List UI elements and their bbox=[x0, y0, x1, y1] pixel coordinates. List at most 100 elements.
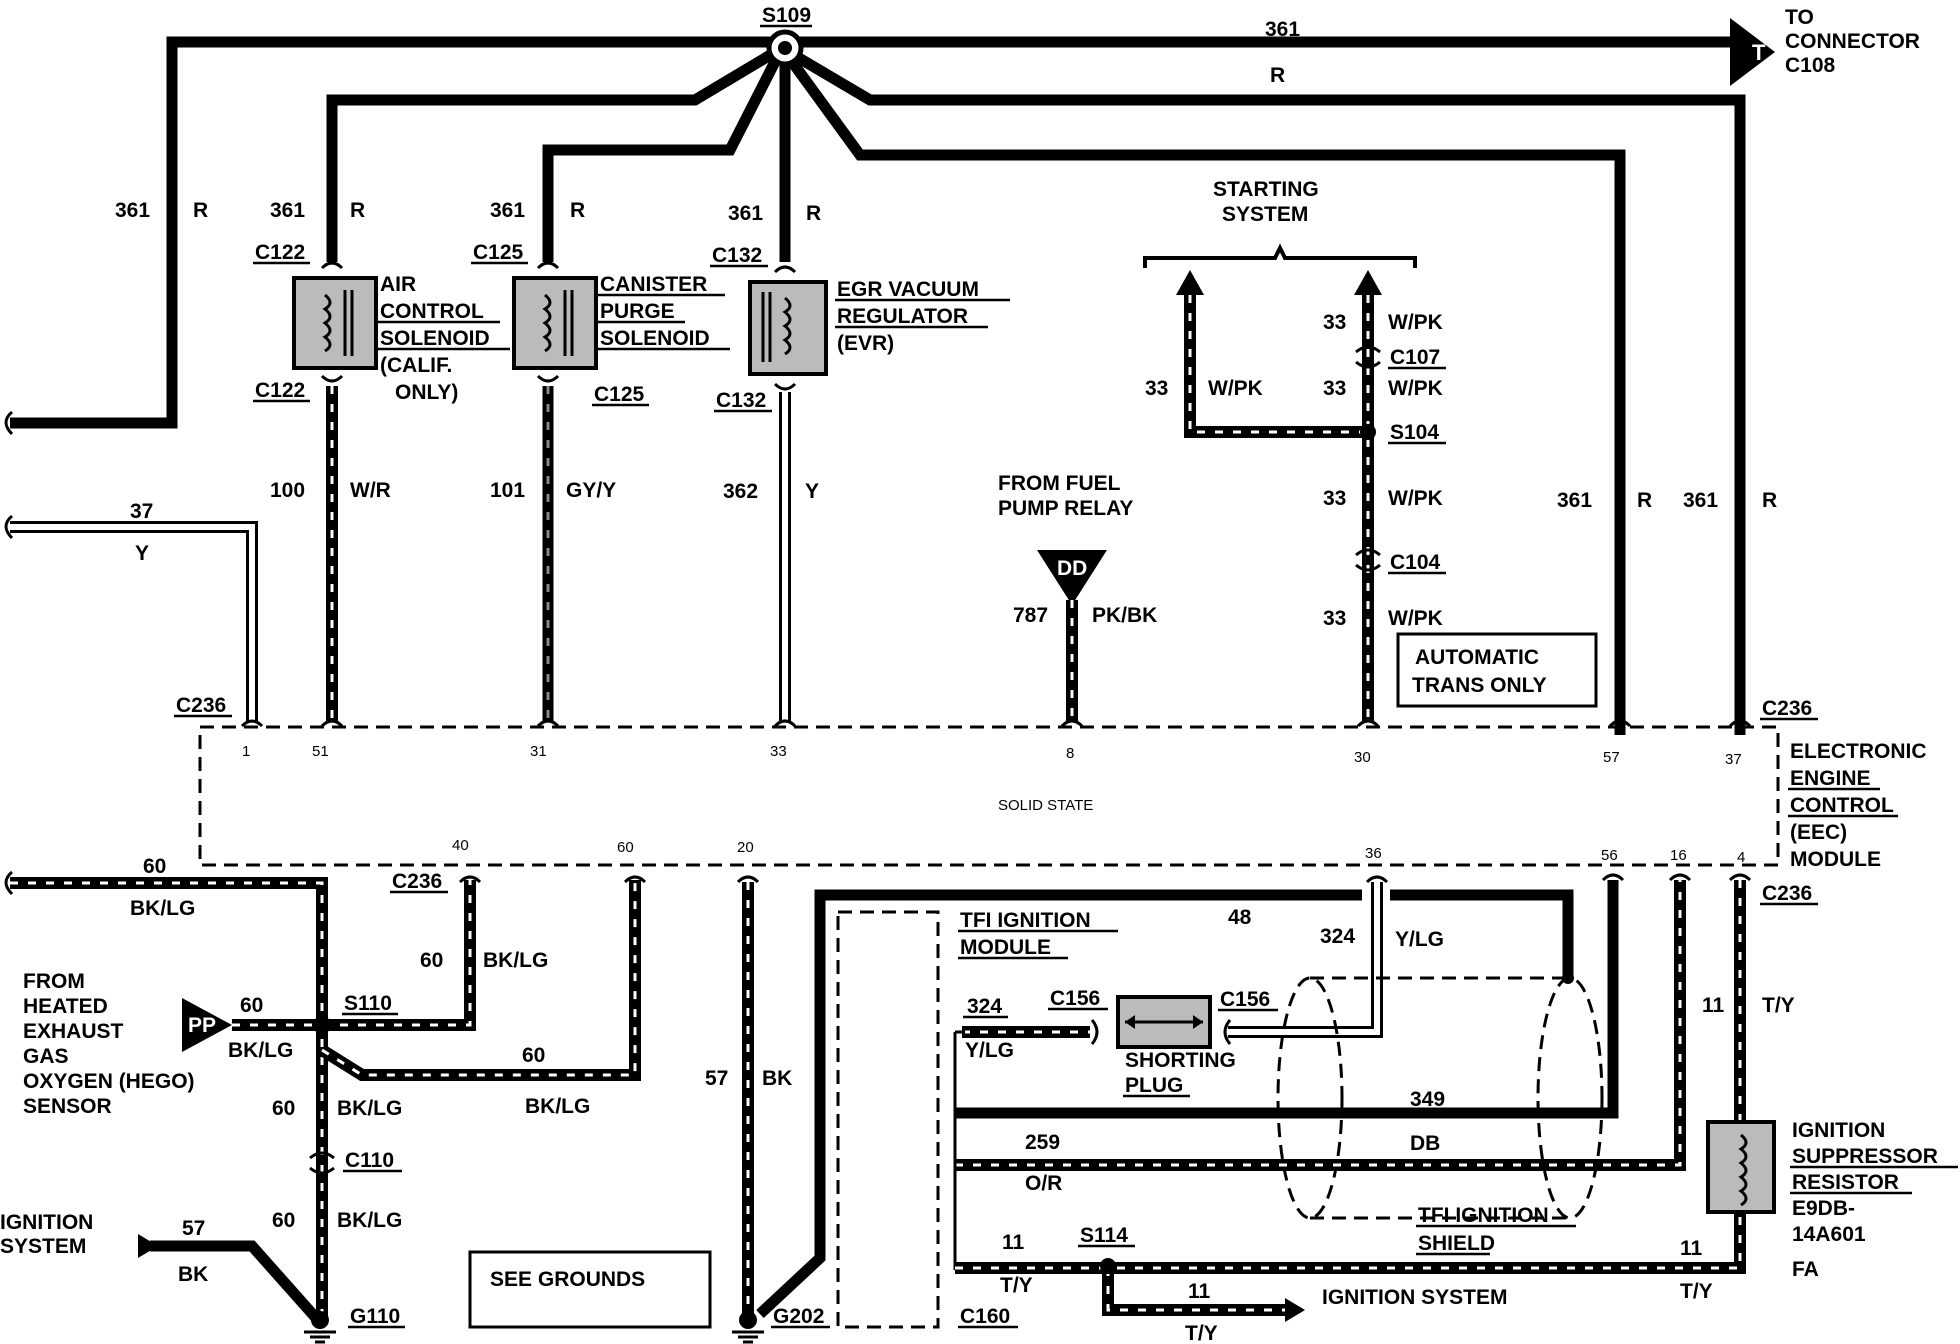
wire-label: 11 bbox=[1188, 1280, 1211, 1303]
pin-40: 40 bbox=[452, 837, 469, 854]
connector-c125-bottom: C125 bbox=[594, 383, 645, 406]
wire-label: 11 bbox=[1002, 1231, 1025, 1254]
wire-label: 60 bbox=[143, 855, 166, 878]
wire-label: T/Y bbox=[1762, 994, 1795, 1017]
svg-text:MODULE: MODULE bbox=[1790, 848, 1881, 871]
wire-label: BK/LG bbox=[337, 1097, 402, 1120]
wire-label: 33 bbox=[1323, 377, 1346, 400]
wire-label: W/PK bbox=[1388, 377, 1443, 400]
hego-label: FROM HEATED EXHAUST GAS SENSOR OXYGEN (H… bbox=[23, 970, 195, 1118]
wire-label: 60 bbox=[272, 1097, 295, 1120]
wire-label: 11 bbox=[1680, 1237, 1703, 1260]
cps-label-3: SOLENOID bbox=[600, 327, 710, 350]
fuel-relay-marker: DD bbox=[1057, 557, 1087, 580]
splice-s104: S104 bbox=[1390, 421, 1439, 444]
pin-20: 20 bbox=[737, 839, 754, 856]
wire-324-ylg bbox=[962, 875, 1389, 1045]
wire-label: 361 bbox=[1683, 489, 1718, 512]
connector-c122-top: C122 bbox=[255, 241, 305, 264]
fuel-relay-2: PUMP RELAY bbox=[998, 497, 1133, 520]
ignition-system-left-2: SYSTEM bbox=[0, 1235, 86, 1258]
svg-text:ELECTRONIC: ELECTRONIC bbox=[1790, 740, 1927, 763]
wire-label: 787 bbox=[1013, 604, 1048, 627]
wire-11-ty bbox=[955, 873, 1752, 1322]
wire-label: W/R bbox=[350, 479, 391, 502]
wire-label: R bbox=[193, 199, 208, 222]
to-connector-line1: TO bbox=[1785, 6, 1814, 29]
wire-label: Y/LG bbox=[965, 1039, 1014, 1062]
svg-text:OXYGEN (HEGO): OXYGEN (HEGO) bbox=[23, 1070, 195, 1093]
connector-c236-bl: C236 bbox=[392, 870, 442, 893]
wire-57-bk-g202 bbox=[732, 875, 1362, 1344]
wire-label: BK/LG bbox=[525, 1095, 590, 1118]
pin-33: 33 bbox=[770, 743, 787, 760]
wire-37-y bbox=[4, 514, 258, 722]
tfi-shield-label-1: TFI IGNITION bbox=[1418, 1204, 1549, 1227]
wire-label: 60 bbox=[272, 1209, 295, 1232]
acs-label-5: ONLY) bbox=[395, 381, 458, 404]
wire-label: BK bbox=[178, 1263, 208, 1286]
eec-label: ELECTRONIC ENGINE CONTROL (EEC) MODULE bbox=[1788, 740, 1927, 871]
wire-label: 361 bbox=[728, 202, 763, 225]
automatic-trans-box bbox=[1396, 632, 1598, 708]
evr-label-3: (EVR) bbox=[837, 332, 894, 355]
connector-c160: C160 bbox=[960, 1305, 1010, 1328]
connector-c104: C104 bbox=[1390, 551, 1441, 574]
wire-label: 361 bbox=[270, 199, 305, 222]
auto-trans-1: AUTOMATIC bbox=[1415, 646, 1539, 669]
acs-label-2: CONTROL bbox=[380, 300, 484, 323]
svg-text:FROM: FROM bbox=[23, 970, 85, 993]
wire-label: 37 bbox=[130, 500, 153, 523]
wire-label: O/R bbox=[1025, 1172, 1062, 1195]
wire-label: W/PK bbox=[1388, 607, 1443, 630]
wire-label: Y/LG bbox=[1395, 928, 1444, 951]
splice-s110: S110 bbox=[344, 992, 392, 1015]
wire-label: 60 bbox=[240, 994, 263, 1017]
suppressor-label-3: RESISTOR bbox=[1792, 1171, 1899, 1194]
pin-57: 57 bbox=[1603, 749, 1620, 766]
wire-label: BK/LG bbox=[337, 1209, 402, 1232]
pin-30: 30 bbox=[1354, 749, 1371, 766]
connector-caps bbox=[320, 261, 797, 391]
eec-module-box bbox=[198, 725, 1780, 867]
splice-s109: S109 bbox=[762, 4, 811, 27]
wire-label: DB bbox=[1410, 1132, 1440, 1155]
pin-36: 36 bbox=[1365, 845, 1382, 862]
connector-c107: C107 bbox=[1390, 346, 1440, 369]
air-control-solenoid bbox=[292, 276, 378, 370]
wire-label: 60 bbox=[420, 949, 443, 972]
wire-label: 11 bbox=[1702, 994, 1725, 1017]
connector-c125-top: C125 bbox=[473, 241, 524, 264]
wire-label: T/Y bbox=[1185, 1322, 1218, 1344]
evr-label-2: REGULATOR bbox=[837, 305, 968, 328]
shorting-plug-label-2: PLUG bbox=[1125, 1074, 1183, 1097]
wire-label: PK/BK bbox=[1092, 604, 1157, 627]
fuel-relay-marker-shape bbox=[1037, 550, 1107, 605]
svg-text:(EEC): (EEC) bbox=[1790, 821, 1847, 844]
wire-label: R bbox=[1762, 489, 1777, 512]
suppressor-label-4: E9DB- bbox=[1792, 1197, 1855, 1220]
wire-57-bk-ignition bbox=[138, 1234, 321, 1322]
pin-60: 60 bbox=[617, 839, 634, 856]
shorting-plug-label-1: SHORTING bbox=[1125, 1049, 1236, 1072]
acs-label-1: AIR bbox=[380, 273, 416, 296]
pin-31: 31 bbox=[530, 743, 547, 760]
wire-259-or bbox=[955, 873, 1692, 1171]
wire-label: Y bbox=[135, 542, 149, 565]
hego-marker-shape bbox=[182, 998, 232, 1052]
wire-label: W/PK bbox=[1388, 311, 1443, 334]
splice-s114: S114 bbox=[1080, 1224, 1128, 1247]
svg-text:EXHAUST: EXHAUST bbox=[23, 1020, 124, 1043]
pin-56: 56 bbox=[1601, 847, 1618, 864]
pin-1: 1 bbox=[242, 743, 250, 760]
suppressor-label-6: FA bbox=[1792, 1258, 1819, 1281]
tfi-module-label-2: MODULE bbox=[960, 936, 1051, 959]
wire-label: 361 bbox=[115, 199, 150, 222]
acs-label-4: (CALIF. bbox=[380, 354, 452, 377]
pin-16: 16 bbox=[1670, 847, 1687, 864]
wire-label: 57 bbox=[182, 1217, 205, 1240]
wire-label: 324 bbox=[967, 995, 1002, 1018]
connector-c110: C110 bbox=[345, 1149, 394, 1172]
wire-label: Y bbox=[805, 480, 819, 503]
